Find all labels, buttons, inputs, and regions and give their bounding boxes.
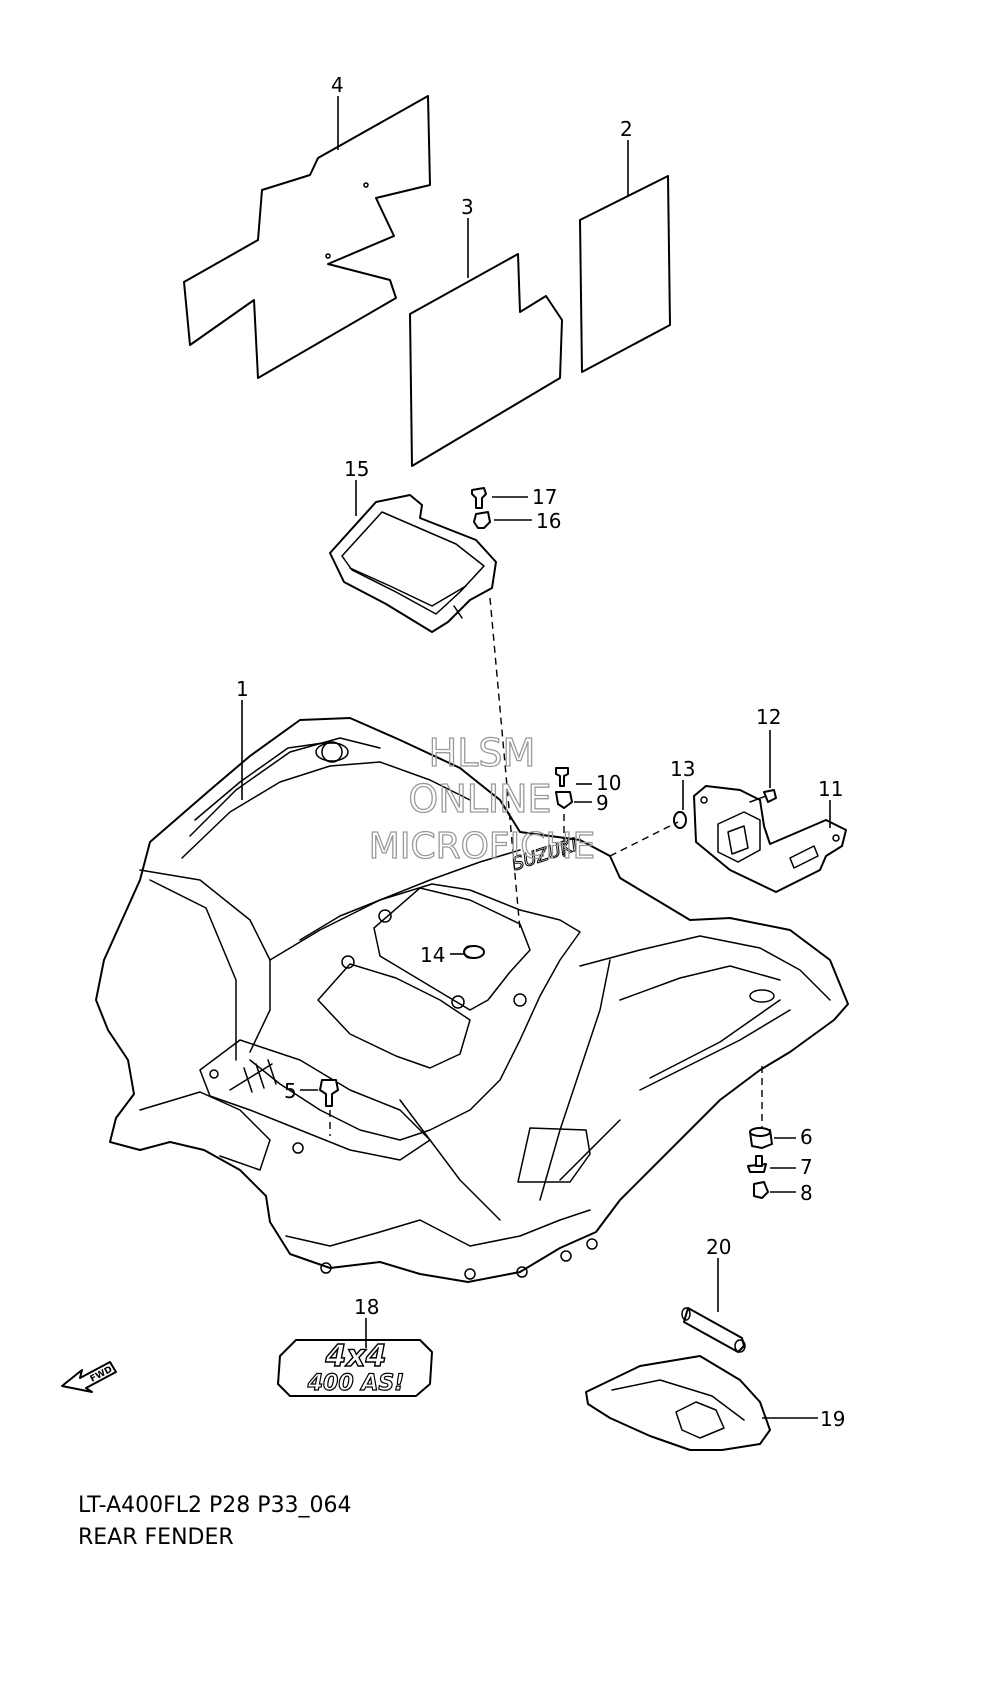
fwd-arrow-label: FWD	[89, 1365, 114, 1385]
callout-7: 7	[800, 1155, 813, 1179]
decal-18-top-text: 4x4	[324, 1339, 386, 1374]
callout-8: 8	[800, 1181, 813, 1205]
watermark-line-2: ONLINE	[408, 777, 551, 821]
callout-19: 19	[820, 1407, 845, 1431]
watermark: HLSM ONLINE MICROFICHE	[368, 730, 596, 867]
leader-lines	[241, 96, 831, 1419]
callout-20: 20	[706, 1235, 731, 1259]
callout-9: 9	[596, 791, 609, 815]
part-12-screw	[749, 789, 777, 803]
callout-18: 18	[354, 1295, 379, 1319]
callout-6: 6	[800, 1125, 813, 1149]
part-19-cover	[585, 1355, 771, 1451]
reference-lines	[329, 597, 763, 1136]
callout-16: 16	[536, 509, 561, 533]
part-5-bolt	[319, 1079, 339, 1107]
part-15-tool-tray	[329, 494, 497, 633]
callout-10: 10	[596, 771, 621, 795]
callout-3: 3	[461, 195, 474, 219]
callout-4: 4	[331, 73, 344, 97]
fwd-arrow-icon: FWD	[61, 1361, 117, 1393]
part-3-decal-sheet	[409, 253, 563, 467]
callout-11: 11	[818, 777, 843, 801]
callout-numbers: 4 2 3 15 17 16 1 12 10 13 11 9 14 5 6 7 …	[236, 73, 845, 1431]
decal-18-bottom-text: 400 AS!	[307, 1371, 405, 1396]
callout-5: 5	[284, 1079, 297, 1103]
callout-13: 13	[670, 757, 695, 781]
parts-6-7-8-mount-hardware	[747, 1127, 773, 1199]
part-11-bracket	[693, 785, 847, 893]
part-20-pipe	[681, 1307, 746, 1353]
callout-14: 14	[420, 943, 445, 967]
part-13-washer	[673, 811, 687, 829]
watermark-line-1: HLSM	[429, 731, 536, 775]
caption-model: LT-A400FL2 P28 P33_064	[78, 1493, 352, 1518]
parts-9-10-screw-nut	[555, 767, 573, 809]
callout-15: 15	[344, 457, 369, 481]
callout-2: 2	[620, 117, 633, 141]
caption-title: REAR FENDER	[78, 1525, 234, 1550]
parts-16-17-screw-nut	[471, 487, 491, 529]
part-2-decal-sheet	[579, 175, 671, 373]
diagram-caption: LT-A400FL2 P28 P33_064 REAR FENDER	[78, 1493, 352, 1550]
callout-1: 1	[236, 677, 249, 701]
callout-17: 17	[532, 485, 557, 509]
part-14-grommet	[463, 945, 485, 959]
callout-12: 12	[756, 705, 781, 729]
part-18-decal: 4x4 400 AS!	[277, 1338, 433, 1397]
watermark-line-3: MICROFICHE	[369, 826, 595, 867]
part-4-decal-sheet	[183, 95, 431, 379]
